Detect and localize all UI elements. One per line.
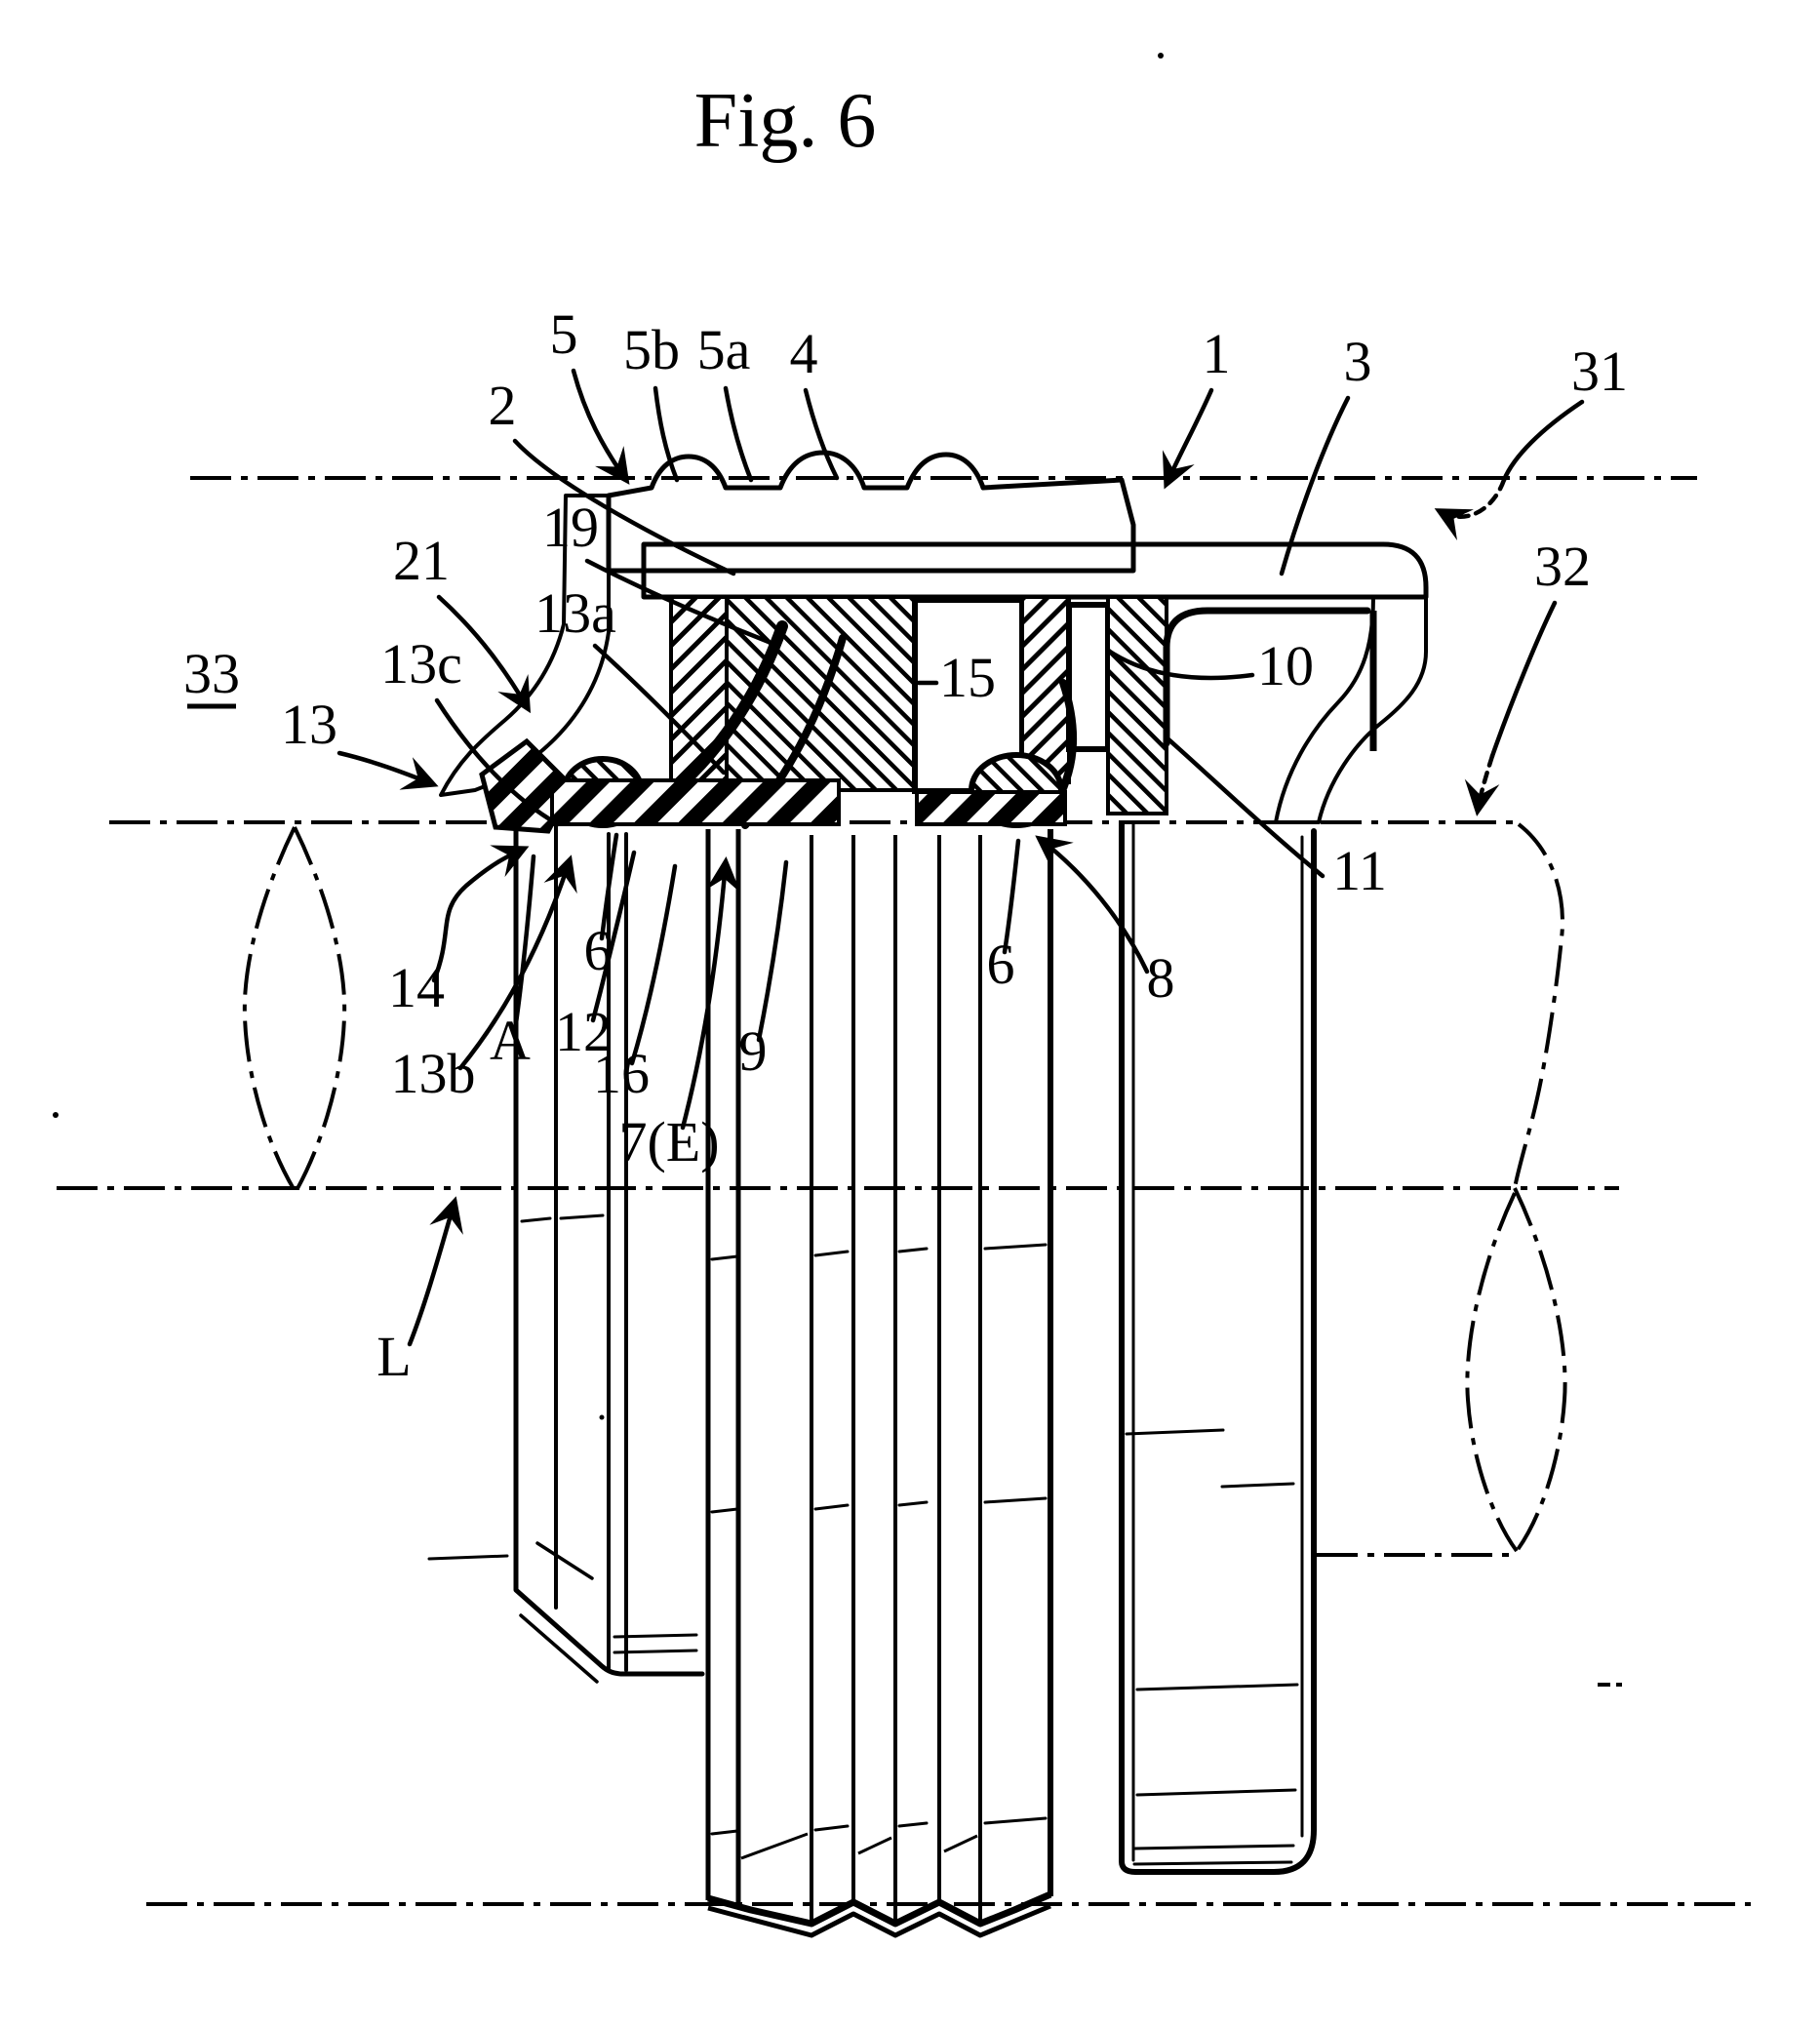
ref-label-10: 10 — [1257, 634, 1314, 697]
ref-label-5a: 5a — [697, 318, 751, 381]
ref-label-13a: 13a — [534, 581, 616, 645]
inner-wall-block-1 — [669, 595, 729, 812]
left-shell-tick-2 — [613, 1649, 698, 1654]
ref-label-19: 19 — [542, 496, 599, 559]
right-cavity-outline — [1163, 607, 1371, 747]
pipe32-break-left-arc — [1465, 1192, 1519, 1553]
ref-label-14: 14 — [388, 956, 445, 1019]
ref-label-7E: 7(E) — [618, 1110, 719, 1173]
ref-label-8: 8 — [1147, 946, 1175, 1010]
leader-8 — [1035, 835, 1150, 974]
leader-5a — [723, 385, 754, 483]
housing-right-band — [1274, 595, 1428, 824]
leader-lines — [336, 368, 1585, 1347]
leader-3 — [1279, 395, 1351, 577]
left-shell-chamfer-tick — [535, 1541, 594, 1580]
leader-13c — [434, 697, 561, 827]
leader-5 — [571, 368, 630, 485]
ref-label-31: 31 — [1571, 339, 1628, 403]
leader-1 — [1162, 387, 1214, 490]
leader-7E — [680, 856, 741, 1131]
ref-label-21: 21 — [393, 529, 450, 592]
ref-label-6R: 6 — [987, 933, 1015, 996]
left-shell-tick-1 — [613, 1633, 698, 1639]
ref-label-6L: 6 — [584, 919, 613, 982]
ref-label-11: 11 — [1332, 839, 1387, 902]
ref-label-2: 2 — [489, 374, 517, 437]
ref-label-13c: 13c — [380, 632, 462, 696]
ref-label-4: 4 — [790, 322, 818, 385]
leader-32a — [1489, 600, 1558, 759]
pipe32-break-right-arc — [1513, 1187, 1567, 1553]
pipe33-break-left-arc — [242, 826, 297, 1194]
leader-L — [407, 1196, 463, 1347]
ref-label-A: A — [490, 1009, 531, 1072]
leader-31b — [1434, 477, 1507, 540]
leader-14 — [431, 845, 530, 983]
leader-32b — [1464, 753, 1500, 816]
leader-13b — [457, 855, 577, 1071]
ref-label-32: 32 — [1534, 535, 1591, 598]
leader-9 — [756, 859, 789, 1043]
ref-label-12: 12 — [555, 1000, 612, 1063]
connector-body — [427, 450, 1429, 1938]
surface-ticks — [427, 1213, 1299, 1866]
leader-11 — [1166, 736, 1325, 879]
leader-4 — [803, 387, 840, 481]
left-shell-chamfer-2 — [519, 1613, 599, 1684]
leader-5b — [653, 385, 680, 483]
ref-label-9: 9 — [739, 1019, 768, 1083]
leader-19 — [584, 558, 772, 645]
ref-label-5: 5 — [550, 302, 578, 366]
leader-13a — [592, 643, 727, 775]
ref-label-15: 15 — [939, 646, 996, 709]
left-shell-outline — [513, 821, 705, 1677]
seal-band-left — [550, 778, 841, 826]
ref-label-1: 1 — [1203, 322, 1231, 385]
leader-10 — [1107, 649, 1255, 681]
leader-13 — [336, 750, 439, 790]
leader-6L — [599, 832, 619, 941]
leader-31a — [1501, 399, 1585, 483]
scan-specks — [53, 53, 1622, 1687]
leader-12 — [590, 850, 637, 1023]
ref-label-5b: 5b — [623, 318, 680, 381]
leader-21 — [436, 594, 532, 714]
seal-band-right — [915, 790, 1067, 826]
housing-top-wall — [641, 541, 1429, 600]
pipe33-break-right-arc — [293, 826, 347, 1193]
leader-6R — [1002, 838, 1021, 955]
leader-16 — [629, 863, 678, 1066]
inner-wall-block-4 — [1106, 595, 1168, 815]
right-skirt-outline — [1119, 821, 1317, 1875]
figure-title: Fig. 6 — [694, 78, 877, 164]
ref-label-33: 33 — [183, 642, 240, 705]
ref-label-13b: 13b — [391, 1042, 476, 1105]
ref-label-13: 13 — [281, 693, 337, 756]
leader-A — [512, 854, 536, 1033]
ref-label-3: 3 — [1344, 330, 1372, 393]
ref-label-L: L — [376, 1325, 411, 1388]
ref-label-16: 16 — [593, 1042, 650, 1105]
rubber-left-leg — [439, 494, 611, 797]
pipe32-flare-curve — [1513, 822, 1564, 1189]
leader-2 — [512, 438, 736, 577]
